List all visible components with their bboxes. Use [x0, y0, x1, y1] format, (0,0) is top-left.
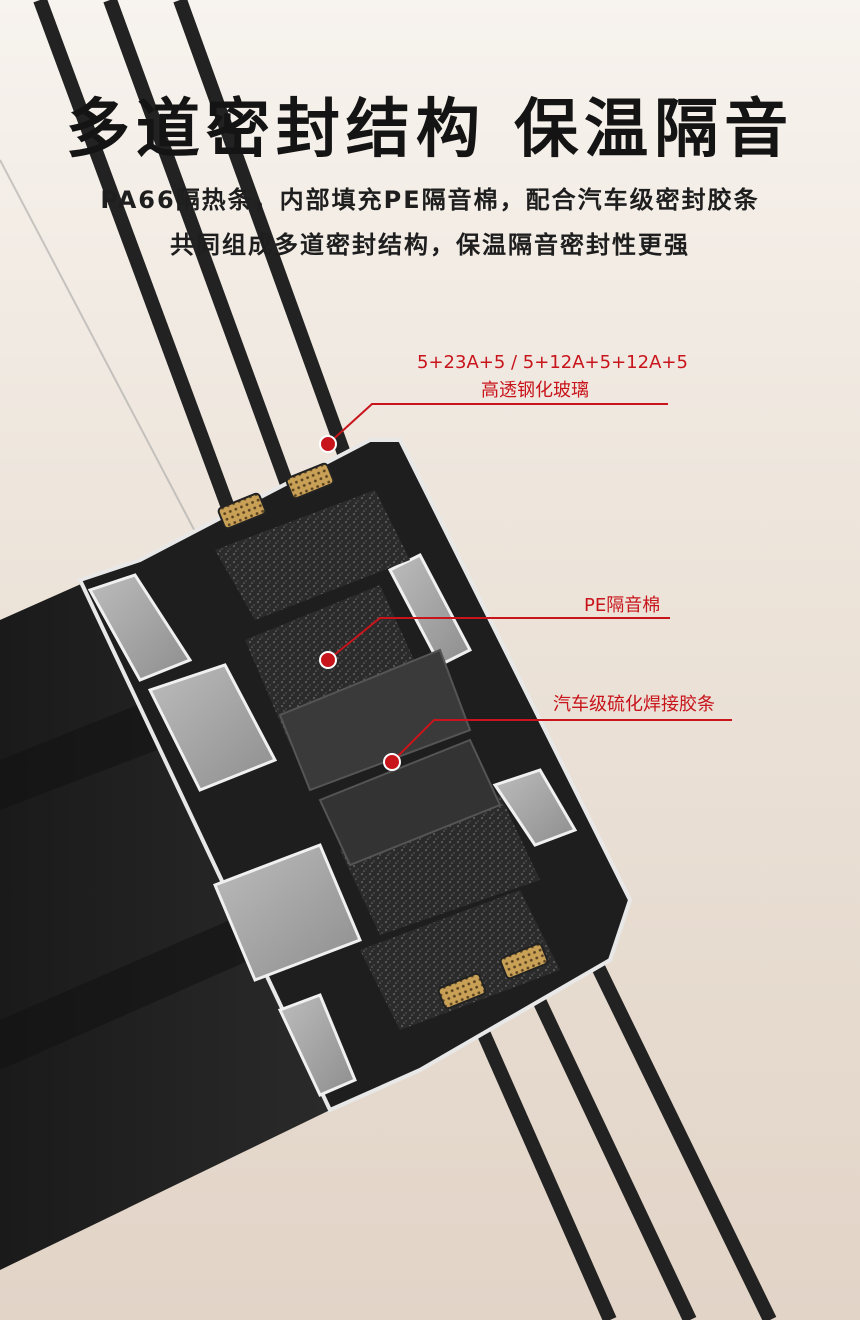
profile-section [77, 438, 633, 1113]
headline: 多道密封结构 保温隔音 [65, 93, 795, 167]
glass-spec-label: 5+23A+5 / 5+12A+5+12A+5 [417, 352, 688, 373]
callout-dots [319, 435, 401, 771]
glass-name-label: 高透钢化玻璃 [481, 380, 589, 401]
callout-lines [327, 403, 732, 763]
seal-strips [217, 462, 549, 1010]
foam-callout-dot [319, 651, 337, 669]
seal-callout-dot [383, 753, 401, 771]
frame-body [0, 580, 330, 1270]
description-line-1: PA66隔热条，内部填充PE隔音棉，配合汽车级密封胶条 [100, 186, 760, 214]
glass-panes-upper [0, 0, 357, 561]
seal-label: 汽车级硫化焊接胶条 [553, 694, 715, 715]
glass-callout-dot [319, 435, 337, 453]
foam-label: PE隔音棉 [584, 595, 661, 616]
glass-panes-lower [453, 926, 777, 1320]
description-line-2: 共同组成多道密封结构，保温隔音密封性更强 [170, 231, 690, 259]
